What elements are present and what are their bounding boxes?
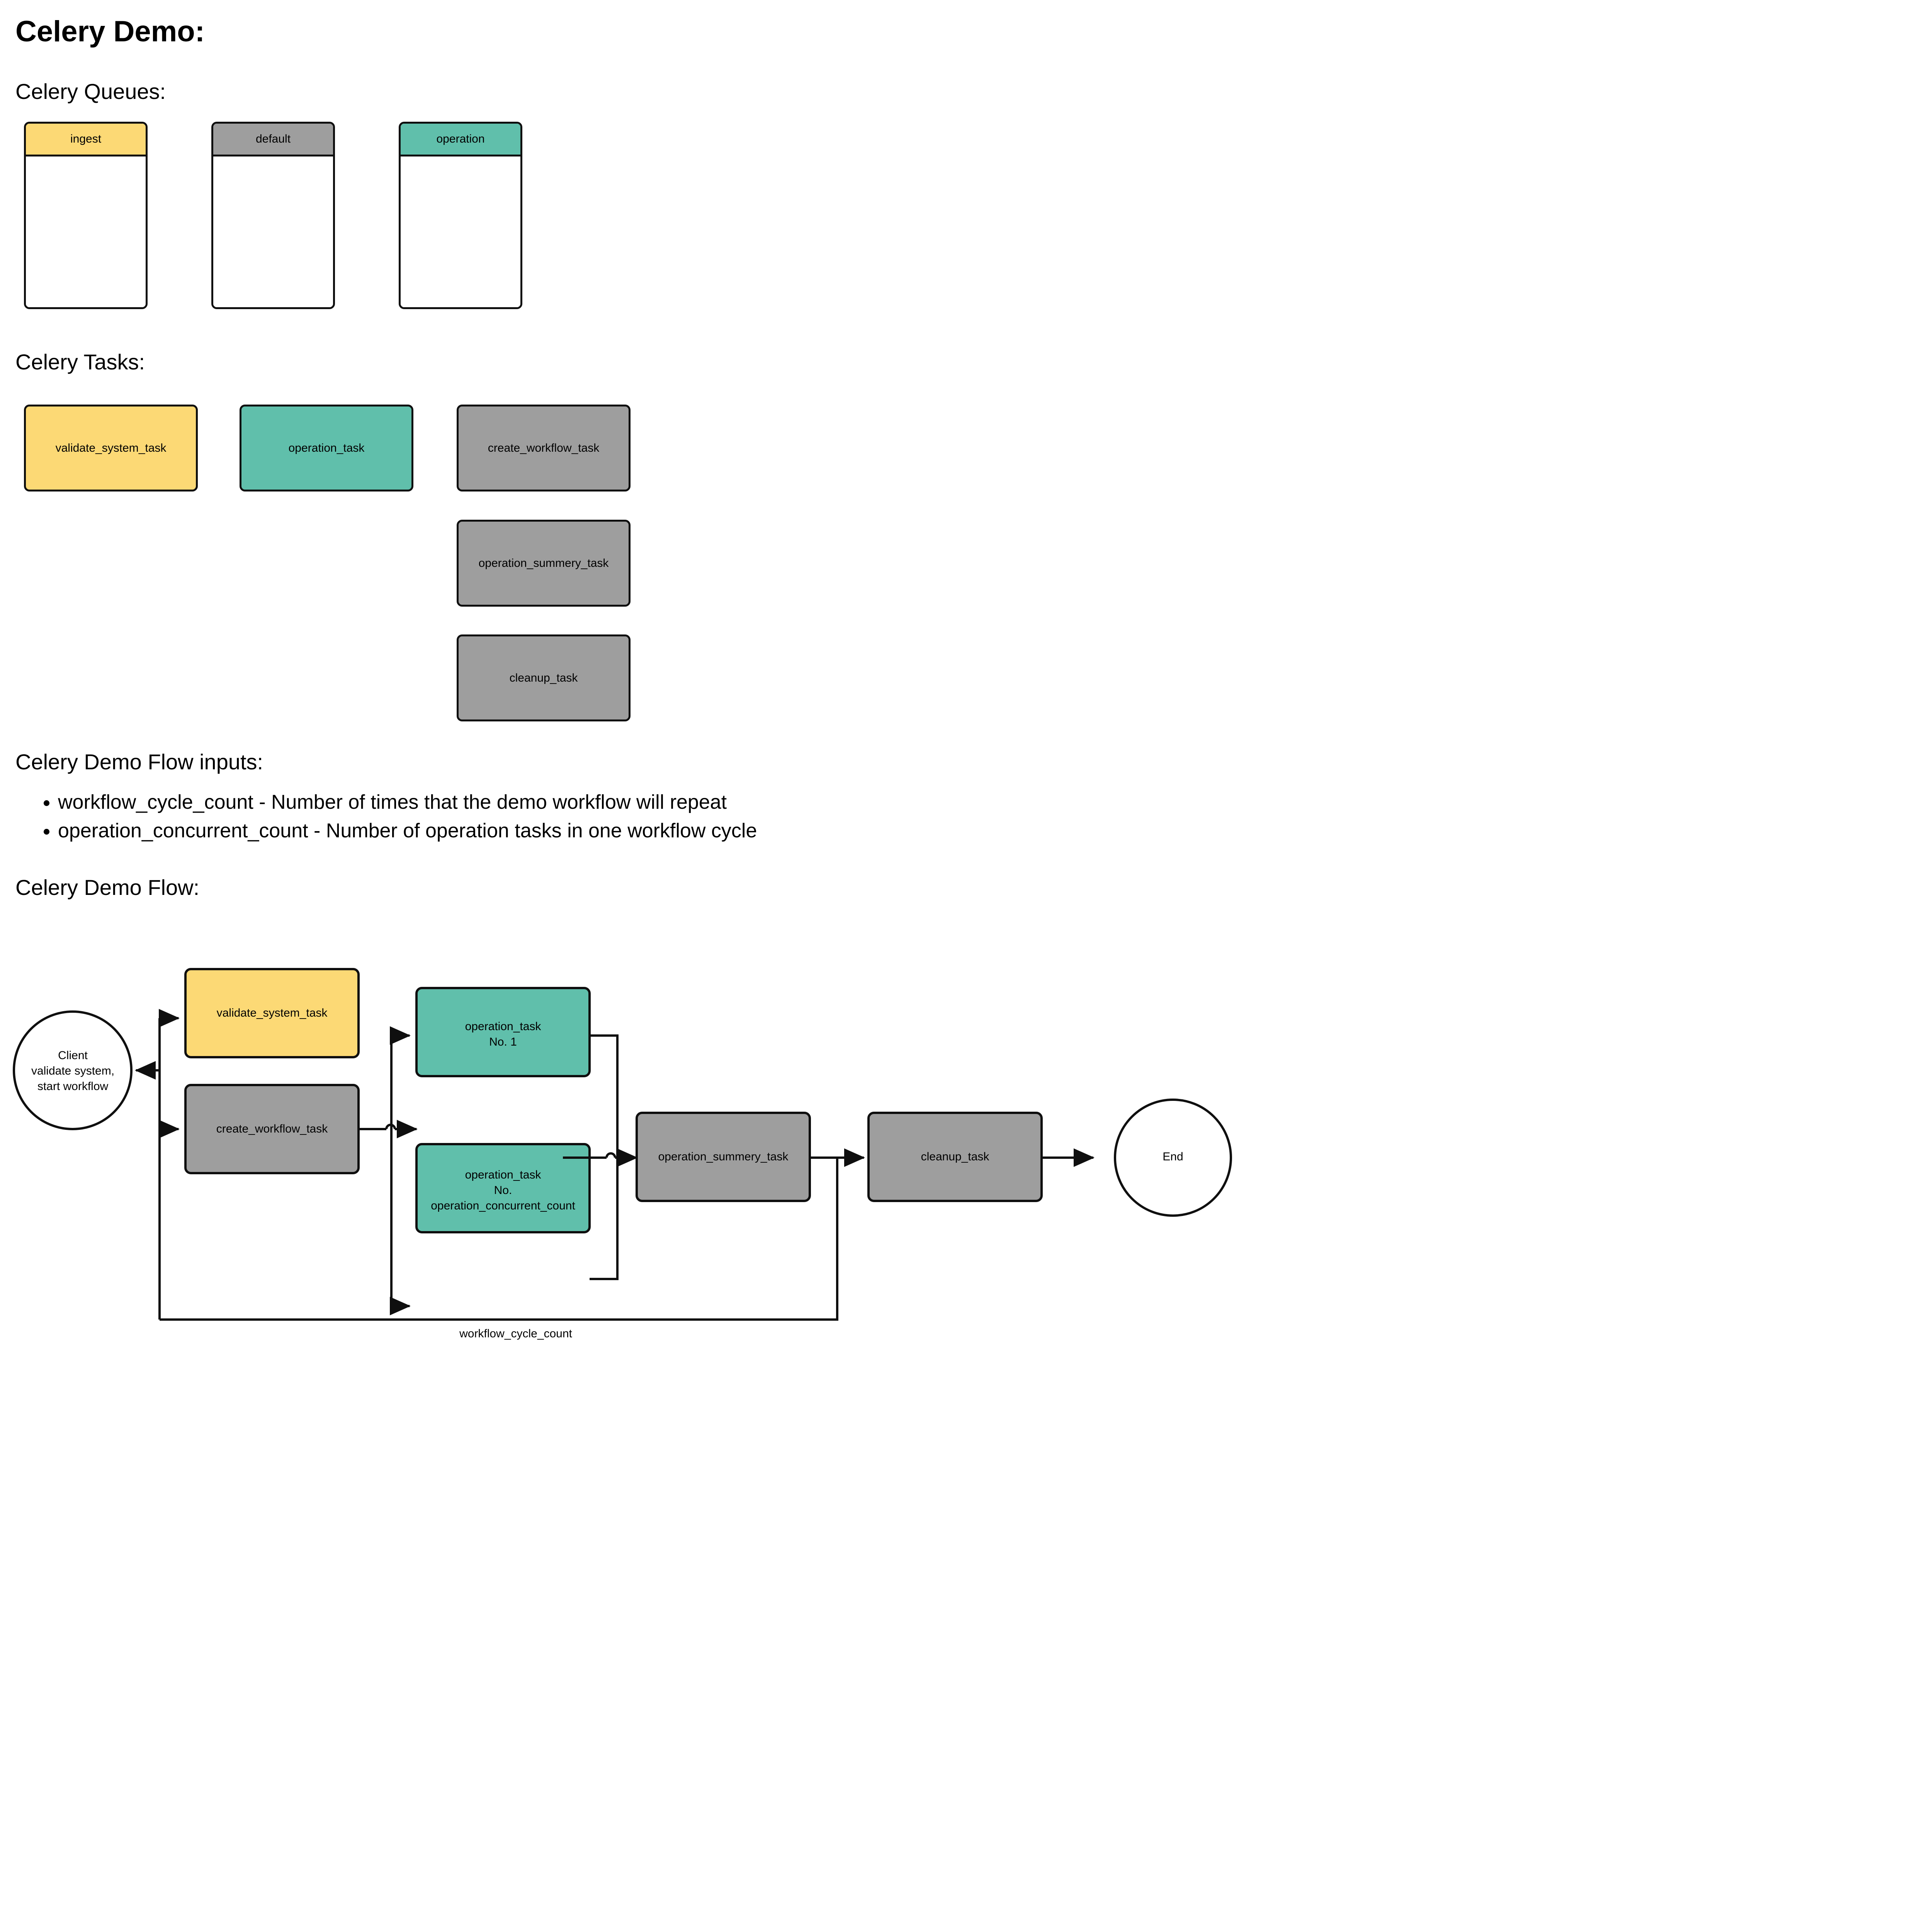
operation-task-n-line-1: operation_task <box>465 1168 541 1181</box>
flow-node-end-label: End <box>1163 1150 1183 1163</box>
task-card-label: operation_task <box>288 441 365 454</box>
queue-ingest-body <box>26 156 146 307</box>
flow-node-operation-task-1-label: operation_task No. 1 <box>416 1019 590 1050</box>
flow-node-validate-system-task <box>184 968 360 1058</box>
flow-loop-label: workflow_cycle_count <box>459 1327 572 1340</box>
queue-ingest-label: ingest <box>70 133 102 145</box>
queue-default-header: default <box>213 124 333 156</box>
task-card-cleanup-task: cleanup_task <box>457 634 631 721</box>
queue-ingest: ingest <box>24 122 148 309</box>
queue-operation-label: operation <box>436 133 485 145</box>
task-card-operation-summery-task: operation_summery_task <box>457 520 631 607</box>
client-label-line-3: start workflow <box>37 1080 109 1093</box>
queue-operation-body <box>401 156 520 307</box>
queue-operation-header: operation <box>401 124 520 156</box>
section-heading-queues: Celery Queues: <box>15 79 166 104</box>
operation-task-n-line-3: operation_concurrent_count <box>431 1199 575 1213</box>
task-card-validate-system-task: validate_system_task <box>24 405 198 492</box>
task-card-label: cleanup_task <box>509 671 578 684</box>
flow-node-create-workflow-task-label: create_workflow_task <box>216 1122 328 1135</box>
flow-node-validate-system-task-label: validate_system_task <box>216 1007 328 1019</box>
queue-default-body <box>213 156 333 307</box>
task-card-operation-task: operation_task <box>240 405 413 492</box>
page-title: Celery Demo: <box>15 15 205 48</box>
flow-node-operation-task-n-label: operation_task No. operation_concurrent_… <box>416 1167 590 1214</box>
flow-node-cleanup-task-label: cleanup_task <box>921 1150 989 1163</box>
edge-workflow-cycle-loop <box>160 1158 838 1321</box>
operation-task-1-line-2: No. 1 <box>489 1036 517 1049</box>
task-card-create-workflow-task: create_workflow_task <box>457 405 631 492</box>
client-label-line-2: validate system, <box>31 1065 115 1078</box>
queue-default: default <box>211 122 335 309</box>
task-card-label: create_workflow_task <box>488 441 600 454</box>
operation-task-1-line-1: operation_task <box>465 1020 541 1033</box>
flow-node-operation-task-1 <box>415 987 591 1077</box>
flow-node-client <box>13 1010 133 1130</box>
flow-node-end <box>1114 1099 1232 1217</box>
section-heading-flow: Celery Demo Flow: <box>15 875 200 900</box>
task-card-label: validate_system_task <box>55 441 167 454</box>
flow-node-operation-summery-task-label: operation_summery_task <box>658 1150 789 1163</box>
operation-task-n-line-2: No. <box>494 1184 512 1197</box>
task-card-label: operation_summery_task <box>478 556 609 570</box>
flow-node-operation-task-n <box>415 1143 591 1233</box>
flow-node-client-label: Client validate system, start workflow <box>14 1048 132 1095</box>
client-label-line-1: Client <box>58 1049 88 1062</box>
queue-operation: operation <box>399 122 522 309</box>
flow-input-item: operation_concurrent_count - Number of o… <box>58 817 757 845</box>
flow-input-item: workflow_cycle_count - Number of times t… <box>58 788 757 817</box>
queue-ingest-header: ingest <box>26 124 146 156</box>
edge-line-hop-right <box>605 1152 616 1158</box>
celery-demo-flow-diagram <box>13 968 1232 1321</box>
queue-default-label: default <box>255 133 291 145</box>
section-heading-inputs: Celery Demo Flow inputs: <box>15 750 263 774</box>
flow-inputs-list: workflow_cycle_count - Number of times t… <box>15 788 757 845</box>
section-heading-tasks: Celery Tasks: <box>15 350 145 374</box>
